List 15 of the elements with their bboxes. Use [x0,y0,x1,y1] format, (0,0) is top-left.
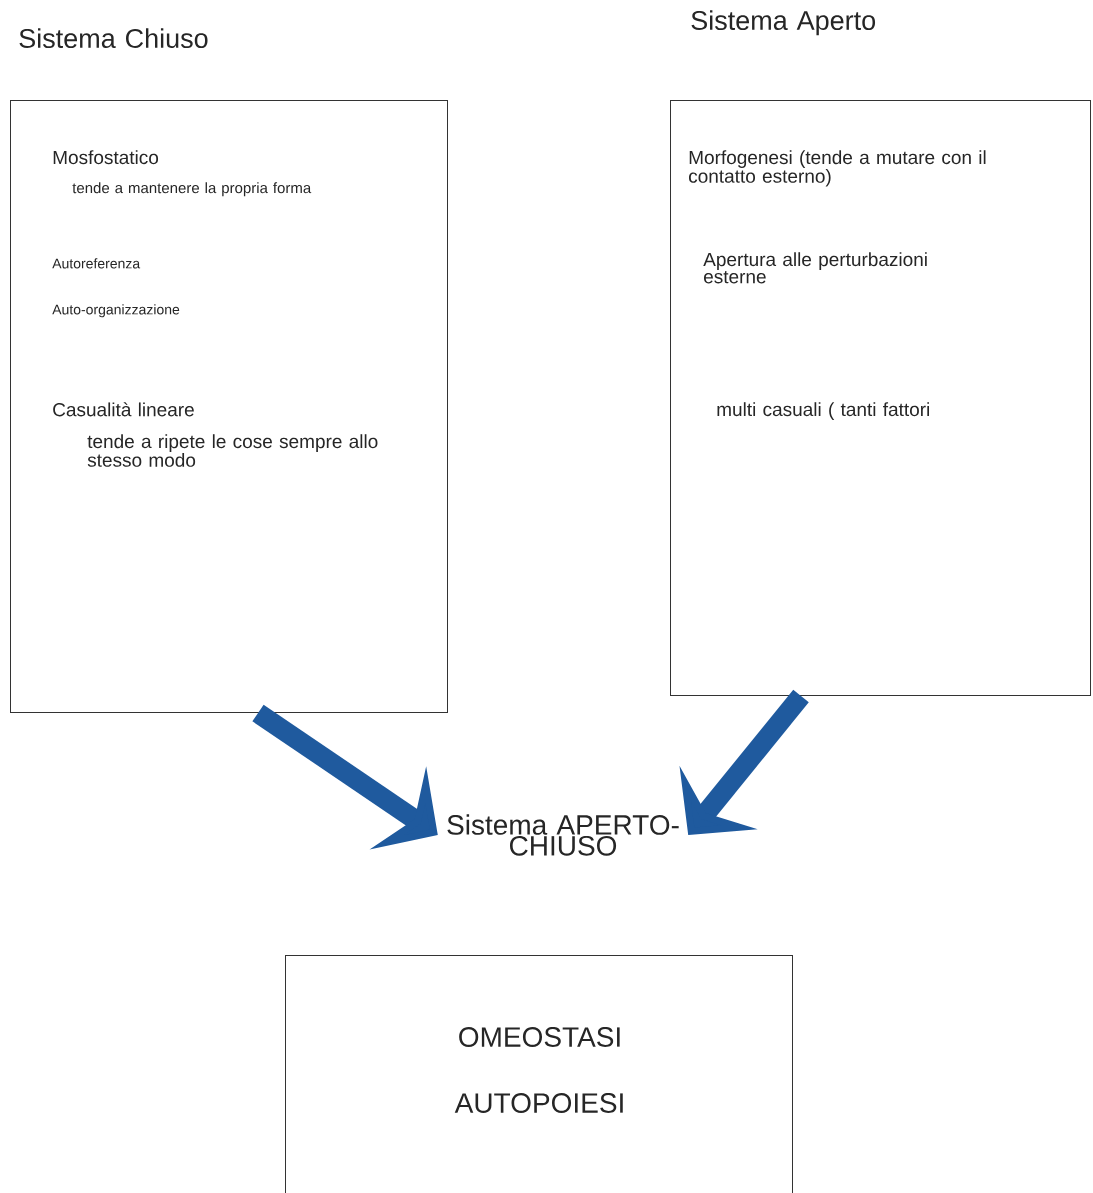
node-label: Auto-organizzazione [52,304,180,318]
node-label: Mosfostatico [53,150,159,165]
node-label: Autoreferenza [52,258,141,269]
box-heading: Sistema Chiuso [19,28,208,49]
node-label: tende a ripete le cose sempre allo stesso modo [87,434,378,467]
node-label: multi casuali ( tanti fattori [717,402,929,420]
node-label: tende a mantenere la propria forma [72,182,312,197]
node-label: Casualità lineare [53,402,194,417]
center-text: Sistema APERTO-CHIUSO [447,814,679,856]
text-box: Mosfostatico tende a mantenere la propria forma Autoreferenza Auto-organizzazione Casualità lineare tende a ripete le cose sempre allo stesso modo [10,100,448,713]
text-box: Morfogenesi (tende a mutare con il contatto esterno) Apertura alle perturbazioni esterne multi casuali ( tanti fattori [670,100,1091,696]
text-box: OMEOSTASI AUTOPOIESI [285,955,793,1193]
node-label: Morfogenesi (tende a mutare con il contatto esterno) [689,150,986,187]
box-heading: Sistema Aperto [691,10,876,36]
node-label: Apertura alle perturbazioni esterne [703,252,927,284]
